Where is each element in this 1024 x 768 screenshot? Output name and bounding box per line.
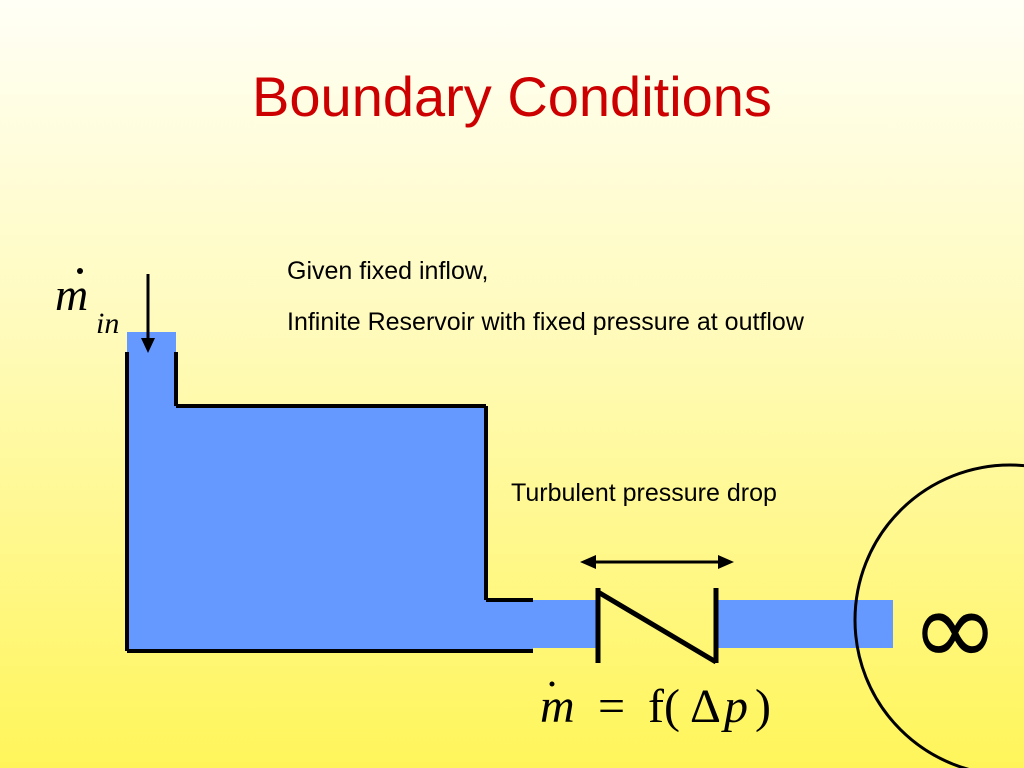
equation-close-paren: ) bbox=[755, 680, 771, 733]
tank-fluid bbox=[127, 332, 533, 651]
equation-m-symbol: m bbox=[540, 680, 575, 733]
equation-delta: Δ bbox=[690, 680, 721, 733]
reservoir-description: Infinite Reservoir with fixed pressure a… bbox=[287, 308, 804, 336]
dot-accent-icon bbox=[77, 268, 83, 274]
inflow-mass-flow-label: m in bbox=[55, 268, 119, 340]
fluid-body bbox=[127, 332, 893, 651]
slide-title: Boundary Conditions bbox=[252, 65, 772, 128]
pipe-fluid-right bbox=[718, 600, 893, 648]
inflow-arrow bbox=[141, 274, 155, 353]
equation-function: f( bbox=[648, 680, 680, 733]
infinity-icon: ∞ bbox=[911, 567, 999, 690]
inflow-m-symbol: m bbox=[55, 269, 88, 320]
turbulent-pressure-drop-label: Turbulent pressure drop bbox=[511, 479, 777, 507]
equation-equals: = bbox=[598, 680, 625, 733]
tank-outline bbox=[125, 352, 533, 653]
double-arrow bbox=[580, 555, 734, 569]
reservoir-circle bbox=[853, 463, 1024, 768]
inflow-description: Given fixed inflow, bbox=[287, 257, 489, 285]
valve-symbol bbox=[595, 588, 719, 665]
dot-accent-icon bbox=[549, 681, 555, 687]
pipe-fluid-left bbox=[533, 600, 598, 648]
equation-p-symbol: p bbox=[721, 680, 748, 733]
pressure-drop-equation: m = f( Δ p ) bbox=[540, 680, 771, 733]
inflow-subscript: in bbox=[96, 307, 119, 340]
